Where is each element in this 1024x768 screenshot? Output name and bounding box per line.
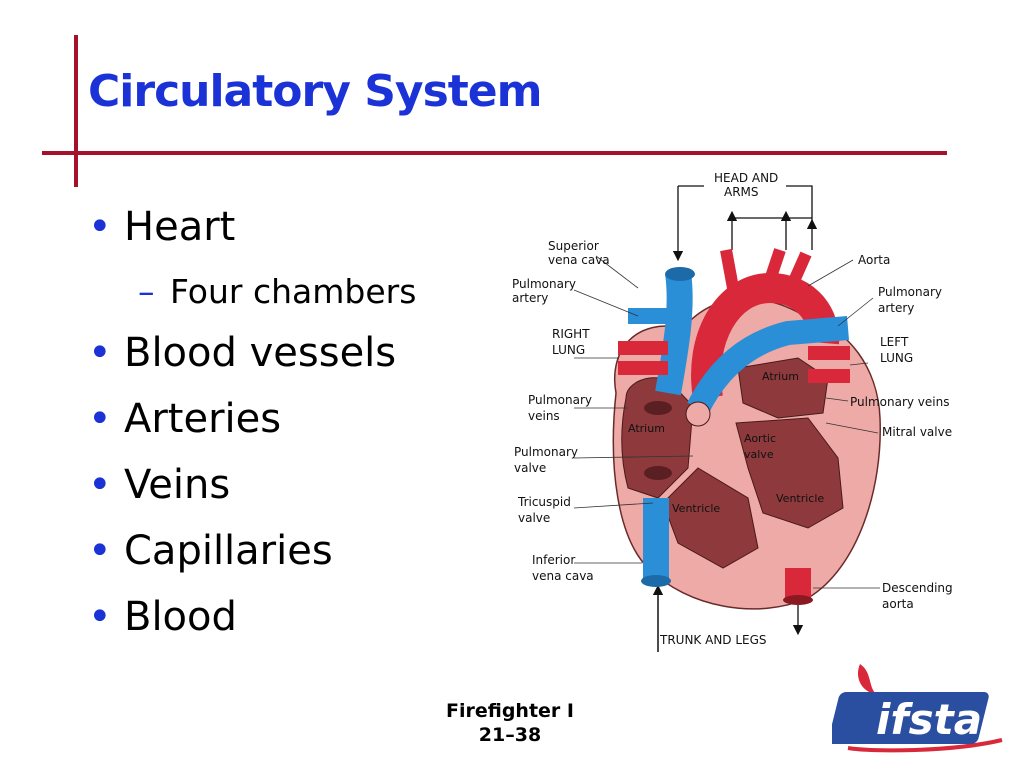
label-left-lung: LEFT [880,335,909,349]
label-head-and-arms: HEAD AND [714,171,778,185]
label-pulmonary-valve: valve [514,461,546,475]
footer-course-title: Firefighter I [446,700,574,722]
sub-bullet-text: Four chambers [170,272,417,311]
label-pulmonary-artery-right: artery [878,301,914,315]
label-aortic-valve: Aortic [744,432,776,445]
label-tricuspid-valve: Tricuspid [517,495,571,509]
bullet-item: • Capillaries [88,528,333,574]
bullet-marker: • [88,594,112,640]
label-aorta: Aorta [858,253,890,267]
left-atrium [737,357,829,419]
aorta-arch [691,272,840,401]
bullet-item: • Arteries [88,396,281,442]
bullet-text: Blood vessels [124,330,397,376]
label-pulmonary-artery-left: Pulmonary [512,277,576,291]
label-pulmonary-veins-right: Pulmonary veins [850,395,949,409]
label-descending-aorta: Descending [882,581,953,595]
bullet-text: Veins [124,462,231,508]
label-tricuspid-valve: valve [518,511,550,525]
label-pulmonary-artery-right: Pulmonary [878,285,942,299]
label-descending-aorta: aorta [882,597,914,611]
bullet-item: • Blood vessels [88,330,396,376]
label-atrium-left: Atrium [628,422,665,435]
sub-bullet-item: –Four chambers [138,272,416,311]
label-right-lung: RIGHT [552,327,590,341]
bullet-marker: • [88,462,112,508]
flow-arrows [652,185,818,652]
label-left-lung: LUNG [880,351,913,365]
ifsta-logo: ifsta [828,652,1012,762]
label-inferior-vena-cava: vena cava [532,569,594,583]
label-head-and-arms: ARMS [724,185,759,199]
slide-title: Circulatory System [88,66,542,117]
decorative-horizontal-line [42,151,947,155]
bullet-item: • Blood [88,594,237,640]
label-aortic-valve: valve [744,448,774,461]
label-pulmonary-artery-left: artery [512,291,548,305]
heart-diagram: HEAD AND ARMS Superior vena cava Pulmona… [508,168,964,652]
label-superior-vena-cava: vena cava [548,253,610,267]
bullet-marker: • [88,330,112,376]
bullet-marker: • [88,204,112,250]
decorative-vertical-line [74,35,78,187]
bullet-item: • Veins [88,462,230,508]
label-atrium-right: Atrium [762,370,799,383]
bullet-text: Capillaries [124,528,333,574]
right-ventricle [662,467,759,569]
label-mitral-valve: Mitral valve [882,425,952,439]
bullet-text: Blood [124,594,237,640]
bullet-marker: • [88,528,112,574]
bullet-text: Arteries [124,396,282,442]
bullet-text: Heart [124,204,236,250]
superior-vena-cava [655,271,693,396]
label-pulmonary-veins-left: Pulmonary [528,393,592,407]
sub-bullet-marker: – [138,272,155,311]
label-ventricle-right: Ventricle [776,492,824,505]
label-ventricle-left: Ventricle [672,502,720,515]
left-ventricle [735,417,844,529]
label-inferior-vena-cava: Inferior [532,553,575,567]
label-pulmonary-valve: Pulmonary [514,445,578,459]
pulmonary-artery [687,316,849,414]
label-trunk-and-legs: TRUNK AND LEGS [659,633,767,647]
label-right-lung: LUNG [552,343,585,357]
bullet-item: • Heart [88,204,235,250]
svg-text:ifsta: ifsta [876,695,982,744]
label-pulmonary-veins-left: veins [528,409,560,423]
label-superior-vena-cava: Superior [548,239,599,253]
footer-page-number: 21–38 [478,724,542,746]
bullet-marker: • [88,396,112,442]
